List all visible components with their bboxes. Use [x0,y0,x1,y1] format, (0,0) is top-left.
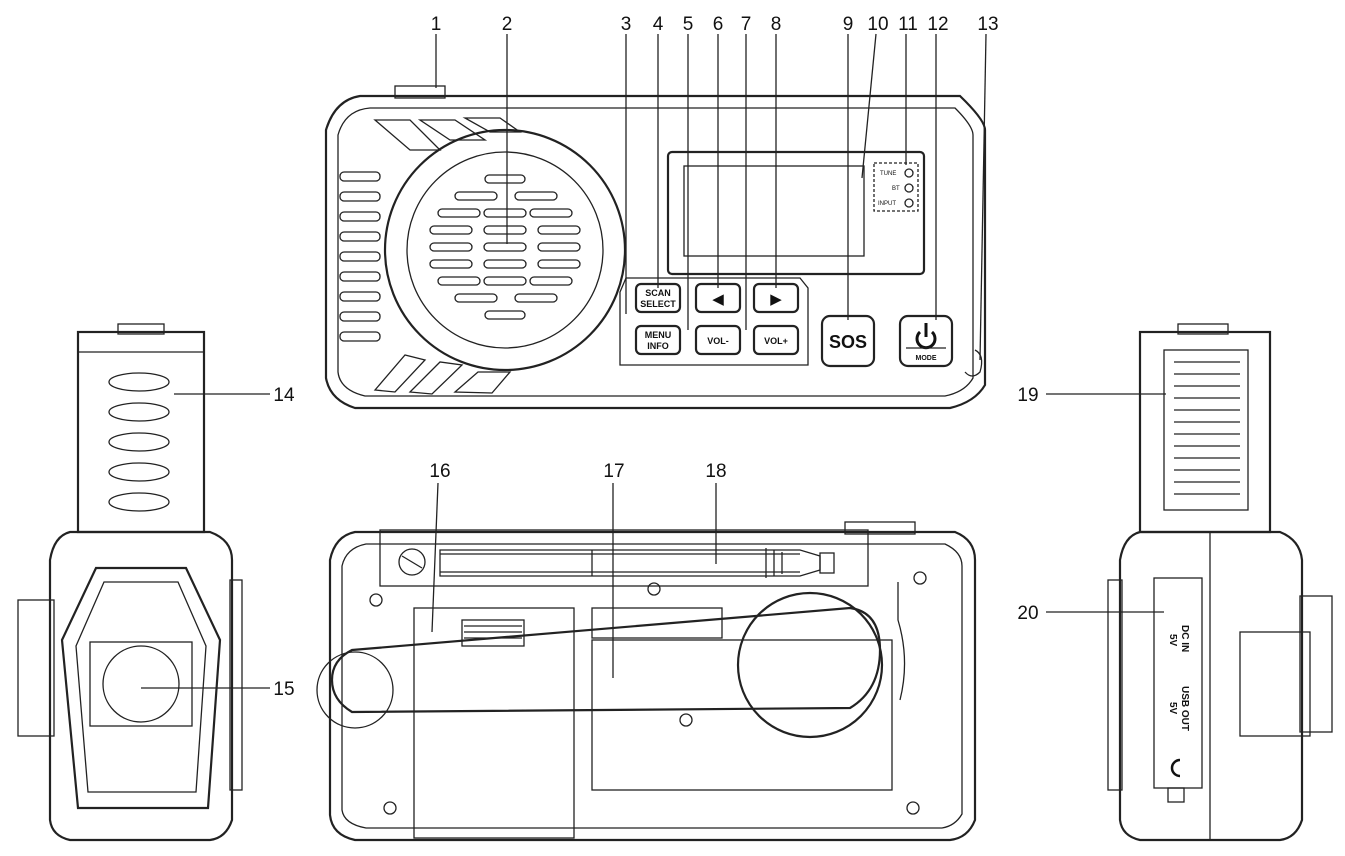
indicator-bt: BT [892,186,900,192]
indicator-bt-led [904,183,914,193]
sos-button[interactable]: SOS [820,314,876,368]
speaker-ring-outer [383,128,627,372]
crank-hub [736,591,884,739]
antenna-housing [379,529,869,587]
vol-plus-label: VOL+ [764,336,788,346]
callout-20: 20 [1017,603,1038,624]
callout-13: 13 [977,14,998,35]
headphone-jack-icon [1170,758,1181,778]
right-arrow-icon: ▶ [770,291,782,308]
usb-out-volt-label: 5V [1167,702,1178,715]
front-body [324,94,987,410]
usb-out-label: USB OUT [1179,686,1190,731]
mode-label: MODE [916,355,937,362]
solar-panel [1163,349,1249,511]
callout-18: 18 [705,461,726,482]
callout-3: 3 [621,14,632,35]
telescopic-antenna [439,548,835,578]
indicator-panel [873,162,919,212]
callout-numbers: 1 2 3 4 5 6 7 8 9 10 11 12 13 14 15 16 1… [273,14,1038,700]
callout-15: 15 [273,679,294,700]
flashlight-head [76,330,206,534]
indicator-input-led [904,198,914,208]
dc-in-label: DC IN [1179,625,1190,652]
side-strap-clip [1239,631,1311,737]
crank-handle[interactable] [330,606,882,714]
side-vents [339,171,381,342]
left-side-body [48,530,234,842]
crank-knob [316,651,394,729]
flashlight-vents [108,372,170,512]
power-icon [915,323,937,350]
callout-11: 11 [898,14,918,35]
info-label: INFO [647,341,669,351]
callout-4: 4 [653,14,664,35]
callout-9: 9 [843,14,854,35]
speaker-grille [429,174,581,320]
callout-10: 10 [867,14,888,35]
dc-in-volt-label: 5V [1167,634,1178,647]
menu-label: MENU [645,330,672,340]
right-side-body [1118,530,1304,842]
front-view: TUNE BT INPUT SCAN SELECT ◀ ▶ MENU INFO … [324,85,987,410]
callout-8: 8 [771,14,782,35]
callout-16: 16 [429,461,450,482]
callout-19: 19 [1017,385,1038,406]
callout-7: 7 [741,14,752,35]
callout-5: 5 [683,14,694,35]
solar-cells [1174,361,1240,495]
callout-17: 17 [603,461,624,482]
right-arrow-button[interactable]: ▶ [752,282,800,314]
indicator-tune-led [904,168,914,178]
back-view [316,521,977,842]
crank-panel [591,639,893,791]
sos-label: SOS [829,332,867,352]
right-side-view: DC IN 5V USB OUT 5V [1107,323,1333,842]
callout-2: 2 [502,14,513,35]
left-arrow-button[interactable]: ◀ [694,282,742,314]
callout-1: 1 [431,14,442,35]
back-body [328,530,977,842]
callout-14: 14 [273,385,295,406]
left-side-view [17,323,243,842]
callout-12: 12 [927,14,948,35]
flashlight-reflector-outer [60,566,222,810]
antenna-screw [398,548,426,576]
lcd-screen [683,165,865,257]
speaker-ring-inner [406,151,604,349]
scan-select-button[interactable]: SCAN SELECT [634,282,682,314]
indicator-tune: TUNE [880,171,896,177]
vol-plus-button[interactable]: VOL+ [752,324,800,356]
front-body-inner [337,107,974,397]
callout-6: 6 [713,14,724,35]
vol-minus-button[interactable]: VOL- [694,324,742,356]
vol-minus-label: VOL- [707,336,729,346]
port-cover[interactable] [1153,577,1203,789]
menu-info-button[interactable]: MENU INFO [634,324,682,356]
select-label: SELECT [640,299,676,309]
power-mode-button[interactable]: MODE [898,314,954,368]
battery-cover-grip [461,619,525,647]
top-knob [394,85,446,99]
left-arrow-icon: ◀ [712,291,724,308]
scan-label: SCAN [645,288,671,298]
lcd-bezel [666,150,926,276]
leader-lines [141,33,1166,689]
corner-ribs [373,117,523,395]
flashlight-led [102,645,180,723]
indicator-input: INPUT [878,201,896,207]
flashlight-lens-frame [89,641,193,727]
battery-cover [413,607,575,839]
button-panel [619,277,809,366]
